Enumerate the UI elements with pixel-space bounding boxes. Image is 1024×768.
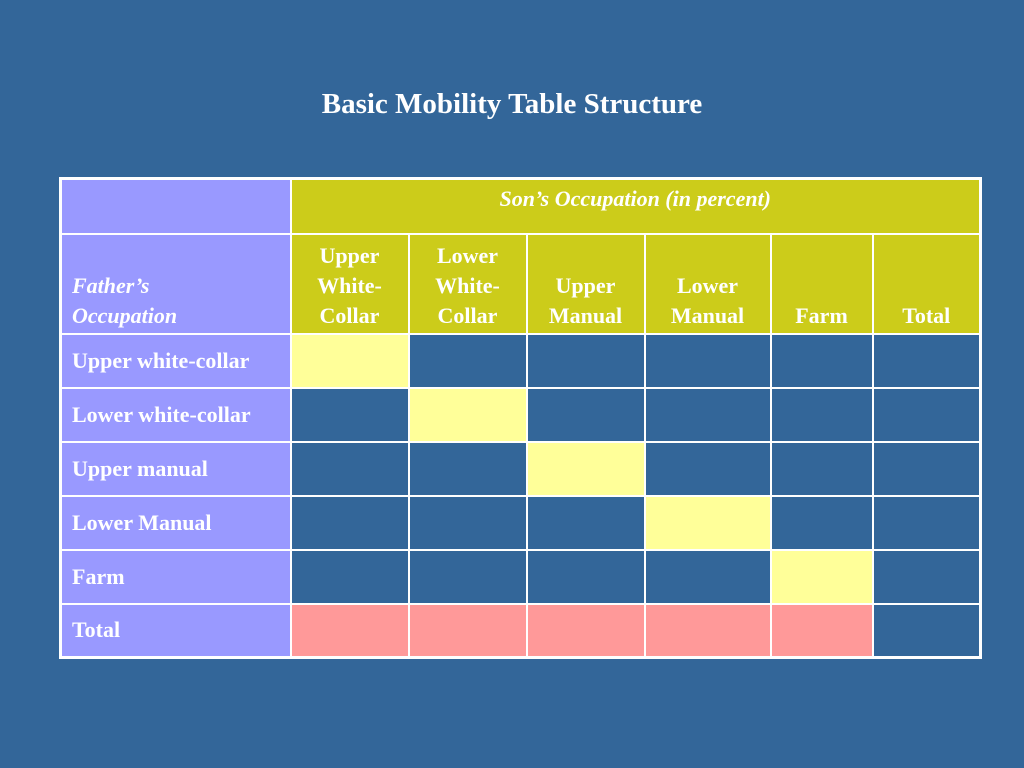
fathers-occupation-header: Father’s Occupation	[59, 232, 292, 335]
empty-cell	[643, 386, 772, 443]
diagonal-cell	[407, 386, 528, 443]
empty-cell	[871, 386, 982, 443]
empty-cell	[525, 548, 646, 605]
empty-cell	[769, 332, 874, 389]
diagonal-cell	[769, 548, 874, 605]
table-row: Farm	[59, 548, 982, 605]
column-header-line: Manual	[670, 302, 745, 328]
table-row: Lower white-collar	[59, 386, 982, 443]
empty-cell	[643, 440, 772, 497]
empty-cell	[289, 548, 410, 605]
empty-cell	[769, 386, 874, 443]
column-header-line: Collar	[437, 302, 498, 328]
empty-cell	[407, 440, 528, 497]
column-header-line: White-	[435, 272, 500, 298]
column-header-line: White-	[317, 272, 382, 298]
column-header-line: Farm	[795, 302, 848, 328]
table-row: Lower Manual	[59, 494, 982, 551]
total-cell	[407, 602, 528, 659]
row-label-total: Total	[59, 602, 292, 659]
mobility-table: Son’s Occupation (in percent) Father’s O…	[59, 177, 982, 659]
row-label-farm: Farm	[59, 548, 292, 605]
empty-cell	[525, 494, 646, 551]
sons-occupation-header: Son’s Occupation (in percent)	[289, 177, 982, 235]
empty-cell	[289, 440, 410, 497]
column-header-line: Total	[902, 302, 951, 328]
column-header-line: Upper	[555, 272, 616, 298]
total-cell	[643, 602, 772, 659]
row-label-upper-white-collar: Upper white-collar	[59, 332, 292, 389]
row-label-lower-manual: Lower Manual	[59, 494, 292, 551]
empty-cell	[871, 440, 982, 497]
header-row-columns: Father’s Occupation Upper White- Collar …	[59, 232, 982, 335]
total-cell	[525, 602, 646, 659]
corner-cell	[59, 177, 292, 235]
row-label-upper-manual: Upper manual	[59, 440, 292, 497]
empty-cell	[769, 494, 874, 551]
column-header-line: Lower	[436, 242, 499, 268]
column-header-farm: Farm	[769, 232, 874, 335]
fathers-occupation-line-2: Occupation	[72, 302, 178, 328]
empty-cell	[525, 386, 646, 443]
total-cell	[289, 602, 410, 659]
empty-cell	[643, 548, 772, 605]
empty-cell	[407, 494, 528, 551]
row-label-lower-white-collar: Lower white-collar	[59, 386, 292, 443]
header-row-top: Son’s Occupation (in percent)	[59, 177, 982, 235]
empty-cell	[643, 332, 772, 389]
column-header-lower-manual: Lower Manual	[643, 232, 772, 335]
column-header-lower-white-collar: Lower White- Collar	[407, 232, 528, 335]
column-header-line: Upper	[319, 242, 380, 268]
diagonal-cell	[643, 494, 772, 551]
diagonal-cell	[289, 332, 410, 389]
slide-title: Basic Mobility Table Structure	[321, 88, 703, 120]
empty-cell	[525, 332, 646, 389]
column-header-line: Collar	[319, 302, 380, 328]
empty-cell	[871, 332, 982, 389]
empty-cell	[769, 440, 874, 497]
table-row: Upper white-collar	[59, 332, 982, 389]
column-header-line: Lower	[676, 272, 739, 298]
empty-cell	[871, 548, 982, 605]
table-row: Upper manual	[59, 440, 982, 497]
empty-cell	[407, 332, 528, 389]
empty-cell	[871, 494, 982, 551]
total-cell	[769, 602, 874, 659]
empty-cell	[289, 386, 410, 443]
column-header-upper-white-collar: Upper White- Collar	[289, 232, 410, 335]
empty-cell	[871, 602, 982, 659]
empty-cell	[407, 548, 528, 605]
diagonal-cell	[525, 440, 646, 497]
column-header-total: Total	[871, 232, 982, 335]
table-row-total: Total	[59, 602, 982, 659]
empty-cell	[289, 494, 410, 551]
fathers-occupation-line-1: Father’s	[72, 272, 150, 298]
column-header-line: Manual	[548, 302, 623, 328]
column-header-upper-manual: Upper Manual	[525, 232, 646, 335]
